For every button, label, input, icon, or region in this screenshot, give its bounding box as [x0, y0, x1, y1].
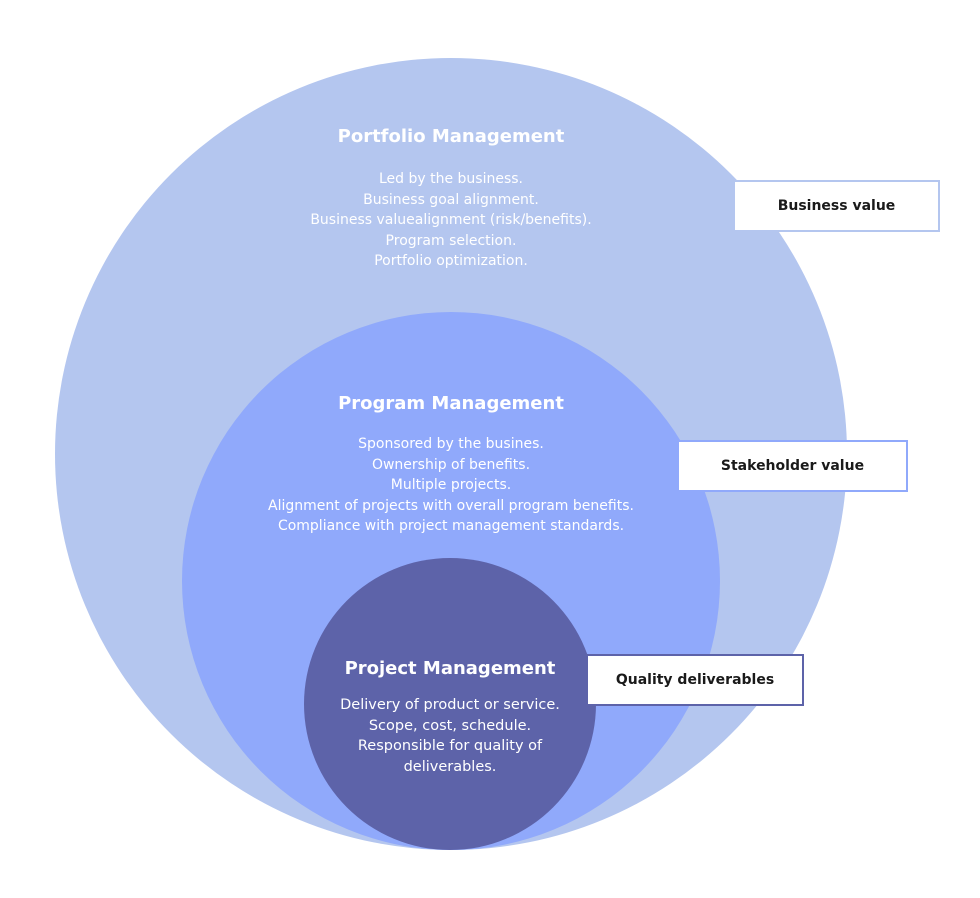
project-circle — [304, 558, 596, 850]
portfolio-lines: Led by the business. Business goal align… — [201, 169, 701, 272]
business-value-label: Business value — [733, 180, 940, 232]
portfolio-title: Portfolio Management — [337, 126, 565, 147]
project-lines: Delivery of product or service. Scope, c… — [304, 695, 596, 777]
program-line: Ownership of benefits. — [371, 456, 531, 473]
program-line: Compliance with project management stand… — [277, 518, 625, 534]
program-line: Multiple projects. — [390, 477, 512, 493]
portfolio-line: Business goal alignment. — [363, 191, 539, 208]
project-title: Project Management — [344, 658, 556, 679]
stakeholder-value-label: Stakeholder value — [677, 440, 908, 492]
program-line: Sponsored by the busines. — [358, 436, 544, 452]
portfolio-line: Led by the business. — [378, 171, 524, 187]
program-lines: Sponsored by the busines. Ownership of b… — [201, 434, 701, 537]
project-line: Scope, cost, schedule. — [368, 717, 532, 734]
project-line: Delivery of product or service. — [340, 697, 560, 713]
project-line: deliverables. — [403, 758, 497, 775]
program-text-block: Program Management Sponsored by the busi… — [201, 393, 701, 537]
project-line: Responsible for quality of — [357, 738, 543, 754]
program-line: Alignment of projects with overall progr… — [268, 497, 634, 514]
portfolio-text-block: Portfolio Management Led by the business… — [201, 126, 701, 272]
project-text-block: Project Management Delivery of product o… — [304, 658, 596, 777]
portfolio-line: Portfolio optimization. — [374, 253, 528, 269]
quality-deliverables-label: Quality deliverables — [586, 654, 804, 706]
portfolio-line: Business valuealignment (risk/benefits). — [310, 212, 592, 228]
portfolio-line: Program selection. — [385, 232, 517, 249]
program-title: Program Management — [338, 393, 564, 414]
